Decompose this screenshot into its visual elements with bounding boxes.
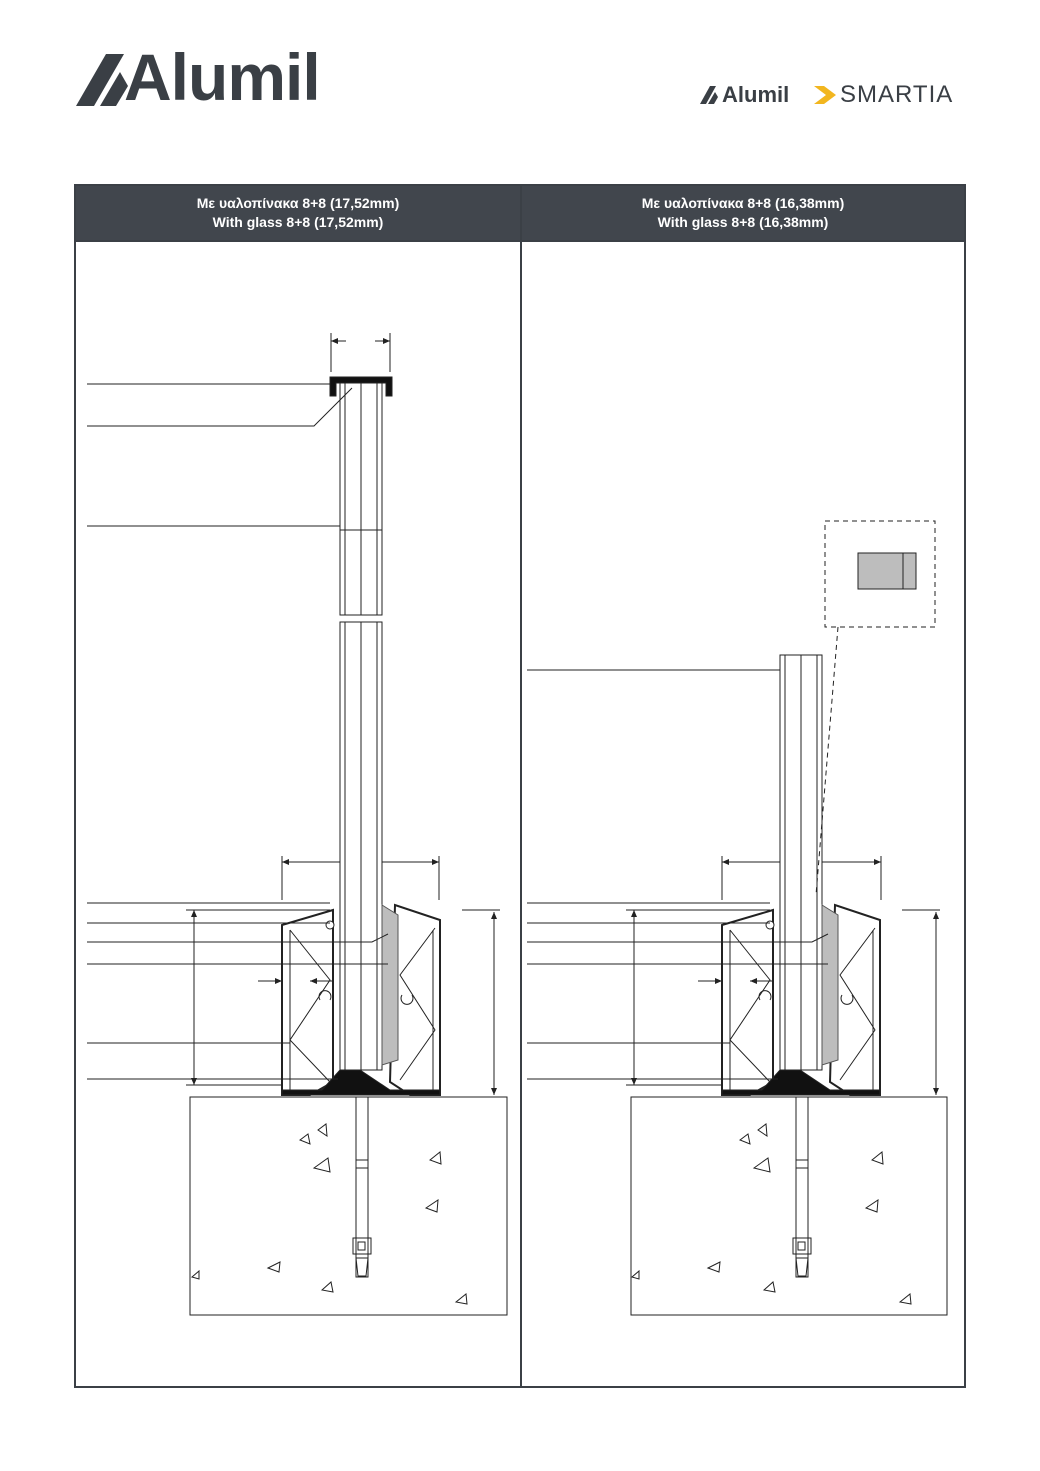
panel-right-title-gr: Με υαλοπίνακα 8+8 (16,38mm) [641,195,845,211]
alumil-logo: Alumil [76,42,346,112]
panel-right-header: Με υαλοπίνακα 8+8 (16,38mm) With glass 8… [522,186,964,242]
alumil-small-mark [700,86,718,104]
panel-left: Με υαλοπίνακα 8+8 (17,52mm) With glass 8… [76,186,522,1386]
alumil-wordmark: Alumil [124,40,321,114]
chevron-icon [814,86,836,104]
smartia-wordmark: SMARTIA [840,81,954,108]
panel-right: Με υαλοπίνακα 8+8 (16,38mm) With glass 8… [522,186,964,1386]
left-detail [87,333,508,1316]
panel-left-title-en: With glass 8+8 (17,52mm) [212,214,384,230]
drawing-sheet: Με υαλοπίνακα 8+8 (17,52mm) With glass 8… [74,184,966,1388]
panel-left-header: Με υαλοπίνακα 8+8 (17,52mm) With glass 8… [76,186,520,242]
panel-right-title-en: With glass 8+8 (16,38mm) [657,214,829,230]
alumil-smartia-logo: Alumil SMARTIA [700,80,970,110]
right-detail [527,520,948,1316]
alumil-small-wordmark: Alumil [722,82,790,107]
panel-left-title-gr: Με υαλοπίνακα 8+8 (17,52mm) [196,195,400,211]
alumil-logo-mark [76,54,128,106]
